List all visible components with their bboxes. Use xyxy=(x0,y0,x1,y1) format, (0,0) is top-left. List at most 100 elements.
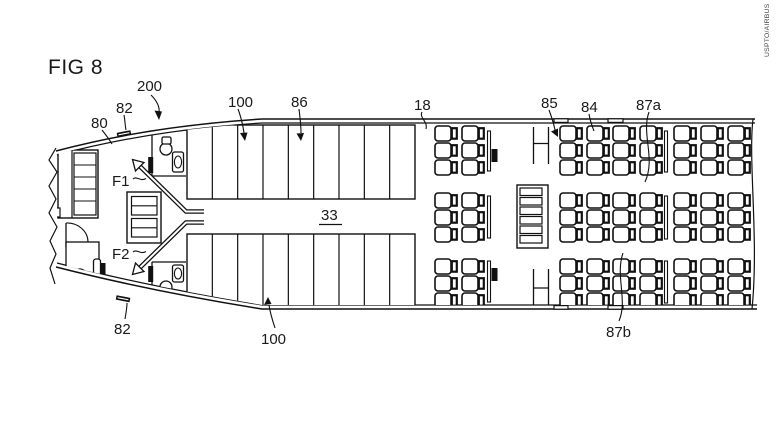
arrowhead-200 xyxy=(154,110,162,120)
label-200: 200 xyxy=(137,78,162,95)
door-mark-front-top xyxy=(116,130,132,138)
seat-icon xyxy=(434,159,452,176)
seat-back-icon xyxy=(477,228,485,241)
label-82-top: 82 xyxy=(116,100,133,117)
forward-lavatory-top xyxy=(148,131,186,177)
seat-back-icon xyxy=(602,277,610,290)
seat-icon xyxy=(461,192,479,209)
label-86: 86 xyxy=(291,94,308,111)
leader-f1 xyxy=(132,177,147,181)
seat-icon xyxy=(700,159,718,176)
seat-back-icon xyxy=(628,161,636,174)
seat-back-icon xyxy=(655,260,663,273)
seat-icon xyxy=(461,159,479,176)
seat-back-icon xyxy=(743,144,751,157)
seat-back-icon xyxy=(716,144,724,157)
seat-back-icon xyxy=(689,194,697,207)
berth-module xyxy=(186,233,416,305)
seat-back-icon xyxy=(575,161,583,174)
label-87a: 87a xyxy=(636,97,662,114)
seat-icon xyxy=(673,258,691,275)
seat-icon xyxy=(612,125,630,142)
seat-back-icon xyxy=(628,277,636,290)
seat-back-icon xyxy=(477,260,485,273)
seat-icon xyxy=(559,125,577,142)
seat-icon xyxy=(434,275,452,292)
seat-icon xyxy=(559,226,577,243)
seat-divider-screens xyxy=(486,130,669,304)
label-f1: F1 xyxy=(112,173,130,190)
seat-icon xyxy=(673,209,691,226)
seat-back-icon xyxy=(628,144,636,157)
arrowhead-86 xyxy=(296,133,304,141)
seat-icon xyxy=(461,258,479,275)
seat-icon xyxy=(586,142,604,159)
seat-icon xyxy=(700,192,718,209)
seat-icon xyxy=(559,192,577,209)
seat-back-icon xyxy=(743,161,751,174)
seat-icon xyxy=(434,125,452,142)
console-panel xyxy=(491,268,498,281)
seat-back-icon xyxy=(602,194,610,207)
seat-icon xyxy=(461,292,479,305)
hull-top-outer xyxy=(55,118,755,152)
seat-icon xyxy=(586,226,604,243)
label-82-bottom: 82 xyxy=(114,321,131,338)
label-84: 84 xyxy=(581,99,598,116)
seat-back-icon xyxy=(655,161,663,174)
seat-icon xyxy=(559,275,577,292)
seat-icon xyxy=(727,258,745,275)
leader-200 xyxy=(150,94,160,114)
seat-icon xyxy=(461,275,479,292)
hull-top-inner xyxy=(56,122,755,156)
seat-back-icon xyxy=(450,161,458,174)
forward-galley xyxy=(57,149,99,219)
leader-80 xyxy=(101,129,113,145)
galley-shelf xyxy=(519,196,543,206)
seat-back-icon xyxy=(602,228,610,241)
label-100-bottom: 100 xyxy=(261,331,286,348)
seat-icon xyxy=(700,142,718,159)
seat-back-icon xyxy=(743,194,751,207)
seat-back-icon xyxy=(655,194,663,207)
door-mark-front-bottom xyxy=(115,295,131,303)
console-panel xyxy=(491,149,498,162)
seat-back-icon xyxy=(716,211,724,224)
seat-back-icon xyxy=(743,127,751,140)
arrowhead-100-bottom xyxy=(264,297,272,305)
seat-back-icon xyxy=(716,127,724,140)
seat-icon xyxy=(559,258,577,275)
seat-back-icon xyxy=(602,127,610,140)
seat-back-icon xyxy=(655,127,663,140)
seat-back-icon xyxy=(716,161,724,174)
seat-back-icon xyxy=(655,294,663,305)
seat-back-icon xyxy=(689,144,697,157)
arrowhead-85 xyxy=(551,128,558,137)
leader-82-top xyxy=(123,114,127,131)
sink-icon xyxy=(92,258,102,278)
seat-icon xyxy=(559,159,577,176)
seat-back-icon xyxy=(743,228,751,241)
seat-back-icon xyxy=(575,277,583,290)
seat-back-icon xyxy=(655,228,663,241)
seat-back-icon xyxy=(450,277,458,290)
seat-back-icon xyxy=(716,294,724,305)
seat-icon xyxy=(727,159,745,176)
seat-icon xyxy=(559,209,577,226)
seat-back-icon xyxy=(477,277,485,290)
lav-door-panel xyxy=(148,266,154,282)
door-mark-mid-bottom xyxy=(553,305,569,310)
lav-door-panel xyxy=(100,263,106,277)
seat-back-icon xyxy=(477,144,485,157)
label-85: 85 xyxy=(541,95,558,112)
seat-back-icon xyxy=(602,144,610,157)
label-87b: 87b xyxy=(606,324,631,341)
seat-back-icon xyxy=(689,260,697,273)
seat-icon xyxy=(727,142,745,159)
seat-back-icon xyxy=(743,211,751,224)
seat-back-icon xyxy=(743,294,751,305)
seat-back-icon xyxy=(477,294,485,305)
galley-shelf xyxy=(519,187,543,197)
galley-shelf xyxy=(519,215,543,225)
